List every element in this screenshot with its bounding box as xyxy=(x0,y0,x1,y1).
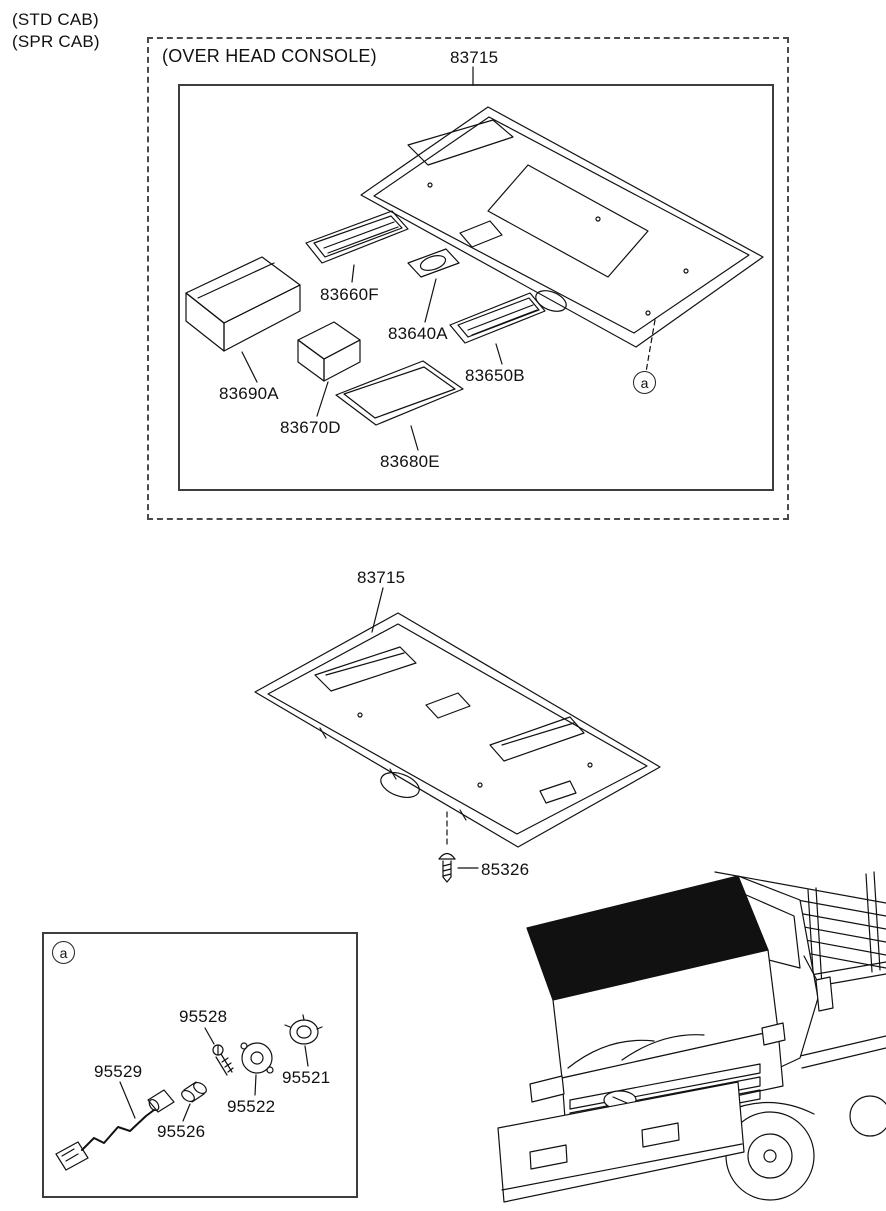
part-label-vent-rear: 83650B xyxy=(465,366,525,385)
part-label-lamp-wiring: 95529 xyxy=(94,1062,143,1081)
part-label-lamp-cover: 95521 xyxy=(282,1068,331,1087)
part-label-vent-front: 83660F xyxy=(320,285,379,304)
std-cab-label: (STD CAB) xyxy=(12,10,99,29)
overhead-console-group-box xyxy=(147,37,789,520)
console-exploded-drawing xyxy=(185,106,764,451)
part-label-lamp-screw: 95528 xyxy=(179,1007,228,1026)
overhead-console-frame xyxy=(178,84,774,491)
truck-cab-drawing xyxy=(497,871,886,1203)
part-label-lid: 83680E xyxy=(380,452,440,471)
part-label-console-main: 83715 xyxy=(450,48,499,67)
part-label-storage-box: 83690A xyxy=(219,384,279,403)
part-label-lamp-bulb: 95526 xyxy=(157,1122,206,1141)
lamp-assembly-drawing xyxy=(55,1014,323,1171)
part-label-roof-trim: 83715 xyxy=(357,568,406,587)
part-label-lamp-socket: 95522 xyxy=(227,1097,276,1116)
spr-cab-label: (SPR CAB) xyxy=(12,32,100,51)
lamp-detail-box xyxy=(42,932,358,1198)
detail-marker-a-console: a xyxy=(633,371,656,394)
roof-trim-drawing xyxy=(254,612,661,848)
part-label-bezel: 83640A xyxy=(388,324,448,343)
detail-marker-a-box: a xyxy=(52,941,75,964)
part-label-holder: 83670D xyxy=(280,418,341,437)
overhead-console-title: (OVER HEAD CONSOLE) xyxy=(162,46,377,66)
part-label-screw: 85326 xyxy=(481,860,530,879)
